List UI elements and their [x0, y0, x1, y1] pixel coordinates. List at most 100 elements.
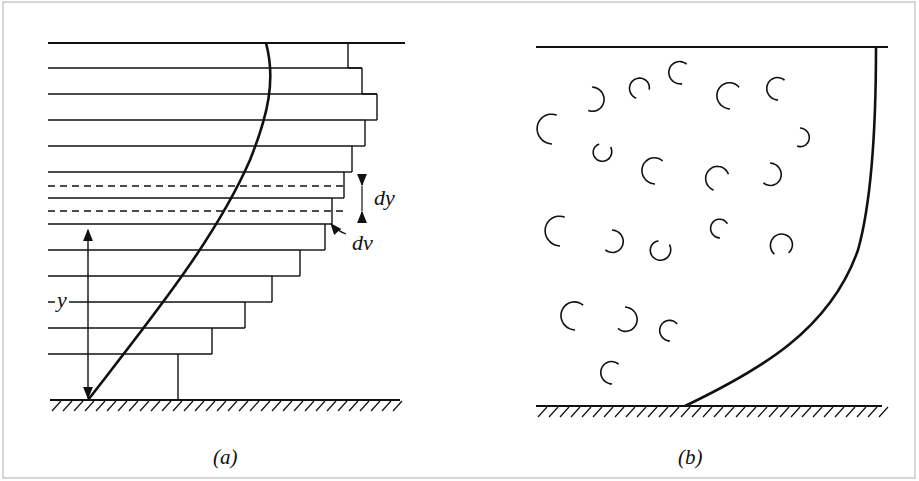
- ground-hatch: [560, 407, 569, 417]
- image-frame: [3, 2, 915, 478]
- top-plate: [48, 42, 405, 44]
- velocity-layer-line: [48, 93, 377, 94]
- ground-hatch: [813, 407, 822, 417]
- ground-hatch: [85, 401, 94, 411]
- ground-hatch: [162, 401, 171, 411]
- ground-hatch: [272, 401, 281, 411]
- ground-hatch: [703, 407, 712, 417]
- velocity-layer-line: [48, 275, 272, 276]
- top-plate: [536, 46, 888, 48]
- ground-hatch: [802, 407, 811, 417]
- ground-hatch: [338, 401, 347, 411]
- velocity-step-edge: [177, 354, 178, 400]
- ground-hatch: [228, 401, 237, 411]
- ground-hatch: [283, 401, 292, 411]
- velocity-step-edge: [343, 172, 344, 198]
- panel-label: (b): [676, 446, 705, 469]
- velocity-layer-line: [48, 197, 332, 198]
- ground-hatch: [681, 407, 690, 417]
- ground-hatch: [835, 407, 844, 417]
- ground-hatch: [758, 407, 767, 417]
- turbulent-eddy: [766, 229, 797, 260]
- turbulent-eddy: [642, 158, 663, 184]
- ground-hatch: [780, 407, 789, 417]
- dy-dimension-arrow: [361, 212, 362, 223]
- ground-hatch: [305, 401, 314, 411]
- turbulent-eddy: [545, 216, 565, 246]
- ground-hatch: [74, 401, 83, 411]
- velocity-step-edge: [344, 171, 352, 172]
- turbulent-eddy: [590, 140, 615, 165]
- ground-line: [536, 405, 882, 407]
- turbulent-eddy: [618, 307, 637, 331]
- ground-hatch: [670, 407, 679, 417]
- ground-hatch: [195, 401, 204, 411]
- velocity-step-edge: [361, 68, 362, 94]
- ground-hatch: [857, 407, 866, 417]
- ground-hatch: [129, 401, 138, 411]
- turbulent-eddy: [601, 362, 619, 384]
- ground-hatch: [327, 401, 336, 411]
- velocity-step-edge: [331, 198, 332, 224]
- ground-hatch: [382, 401, 391, 411]
- dimension-label: y: [55, 288, 69, 312]
- ground-hatch: [747, 407, 756, 417]
- ground-hatch: [582, 407, 591, 417]
- velocity-layer-line: [48, 119, 365, 120]
- ground-hatch: [360, 401, 369, 411]
- ground-hatch: [604, 407, 613, 417]
- turbulent-eddy: [702, 163, 730, 193]
- turbulent-eddy: [561, 302, 583, 330]
- ground-hatch: [571, 407, 580, 417]
- velocity-step-edge: [365, 119, 377, 120]
- ground-hatch: [140, 401, 149, 411]
- turbulent-eddy: [605, 230, 623, 252]
- velocity-step-edge: [347, 43, 348, 68]
- turbulent-eddy: [667, 60, 690, 85]
- ground-hatch: [868, 407, 877, 417]
- ground-hatch: [206, 401, 215, 411]
- ground-hatch: [637, 407, 646, 417]
- velocity-step-edge: [245, 301, 272, 302]
- panel-label: (a): [211, 446, 240, 469]
- turbulent-eddy: [767, 78, 785, 100]
- turbulent-eddy: [588, 87, 604, 111]
- ground-hatch: [725, 407, 734, 417]
- velocity-step-edge: [272, 275, 300, 276]
- ground-hatch: [736, 407, 745, 417]
- laminar-velocity-profile: [88, 43, 270, 400]
- ground-hatch: [648, 407, 657, 417]
- dimension-label: dv: [350, 231, 375, 255]
- ground-hatch: [549, 407, 558, 417]
- velocity-step-edge: [376, 94, 377, 120]
- ground-hatch: [349, 401, 358, 411]
- velocity-step-edge: [178, 353, 212, 354]
- ground-hatch: [626, 407, 635, 417]
- ground-hatch: [791, 407, 800, 417]
- turbulent-eddy: [717, 83, 739, 109]
- ground-hatch: [846, 407, 855, 417]
- ground-hatch: [538, 407, 547, 417]
- turbulent-eddy: [647, 236, 675, 264]
- turbulent-eddy: [537, 114, 557, 144]
- dy-dimension-arrow: [361, 174, 362, 185]
- velocity-layer-line: [48, 353, 178, 354]
- ground-hatch: [393, 401, 402, 411]
- ground-hatch: [659, 407, 668, 417]
- ground-hatch: [217, 401, 226, 411]
- ground-hatch: [52, 401, 61, 411]
- ground-hatch: [239, 401, 248, 411]
- velocity-layer-line: [48, 327, 212, 328]
- ground-hatch: [316, 401, 325, 411]
- ground-hatch: [615, 407, 624, 417]
- velocity-layer-line: [48, 67, 362, 68]
- velocity-layer-line: [48, 249, 300, 250]
- ground-hatch: [118, 401, 127, 411]
- ground-hatch: [824, 407, 833, 417]
- ground-hatch: [593, 407, 602, 417]
- velocity-step-edge: [351, 146, 352, 172]
- velocity-layer-line: [48, 301, 245, 302]
- velocity-step-edge: [212, 327, 245, 328]
- velocity-step-edge: [211, 328, 212, 354]
